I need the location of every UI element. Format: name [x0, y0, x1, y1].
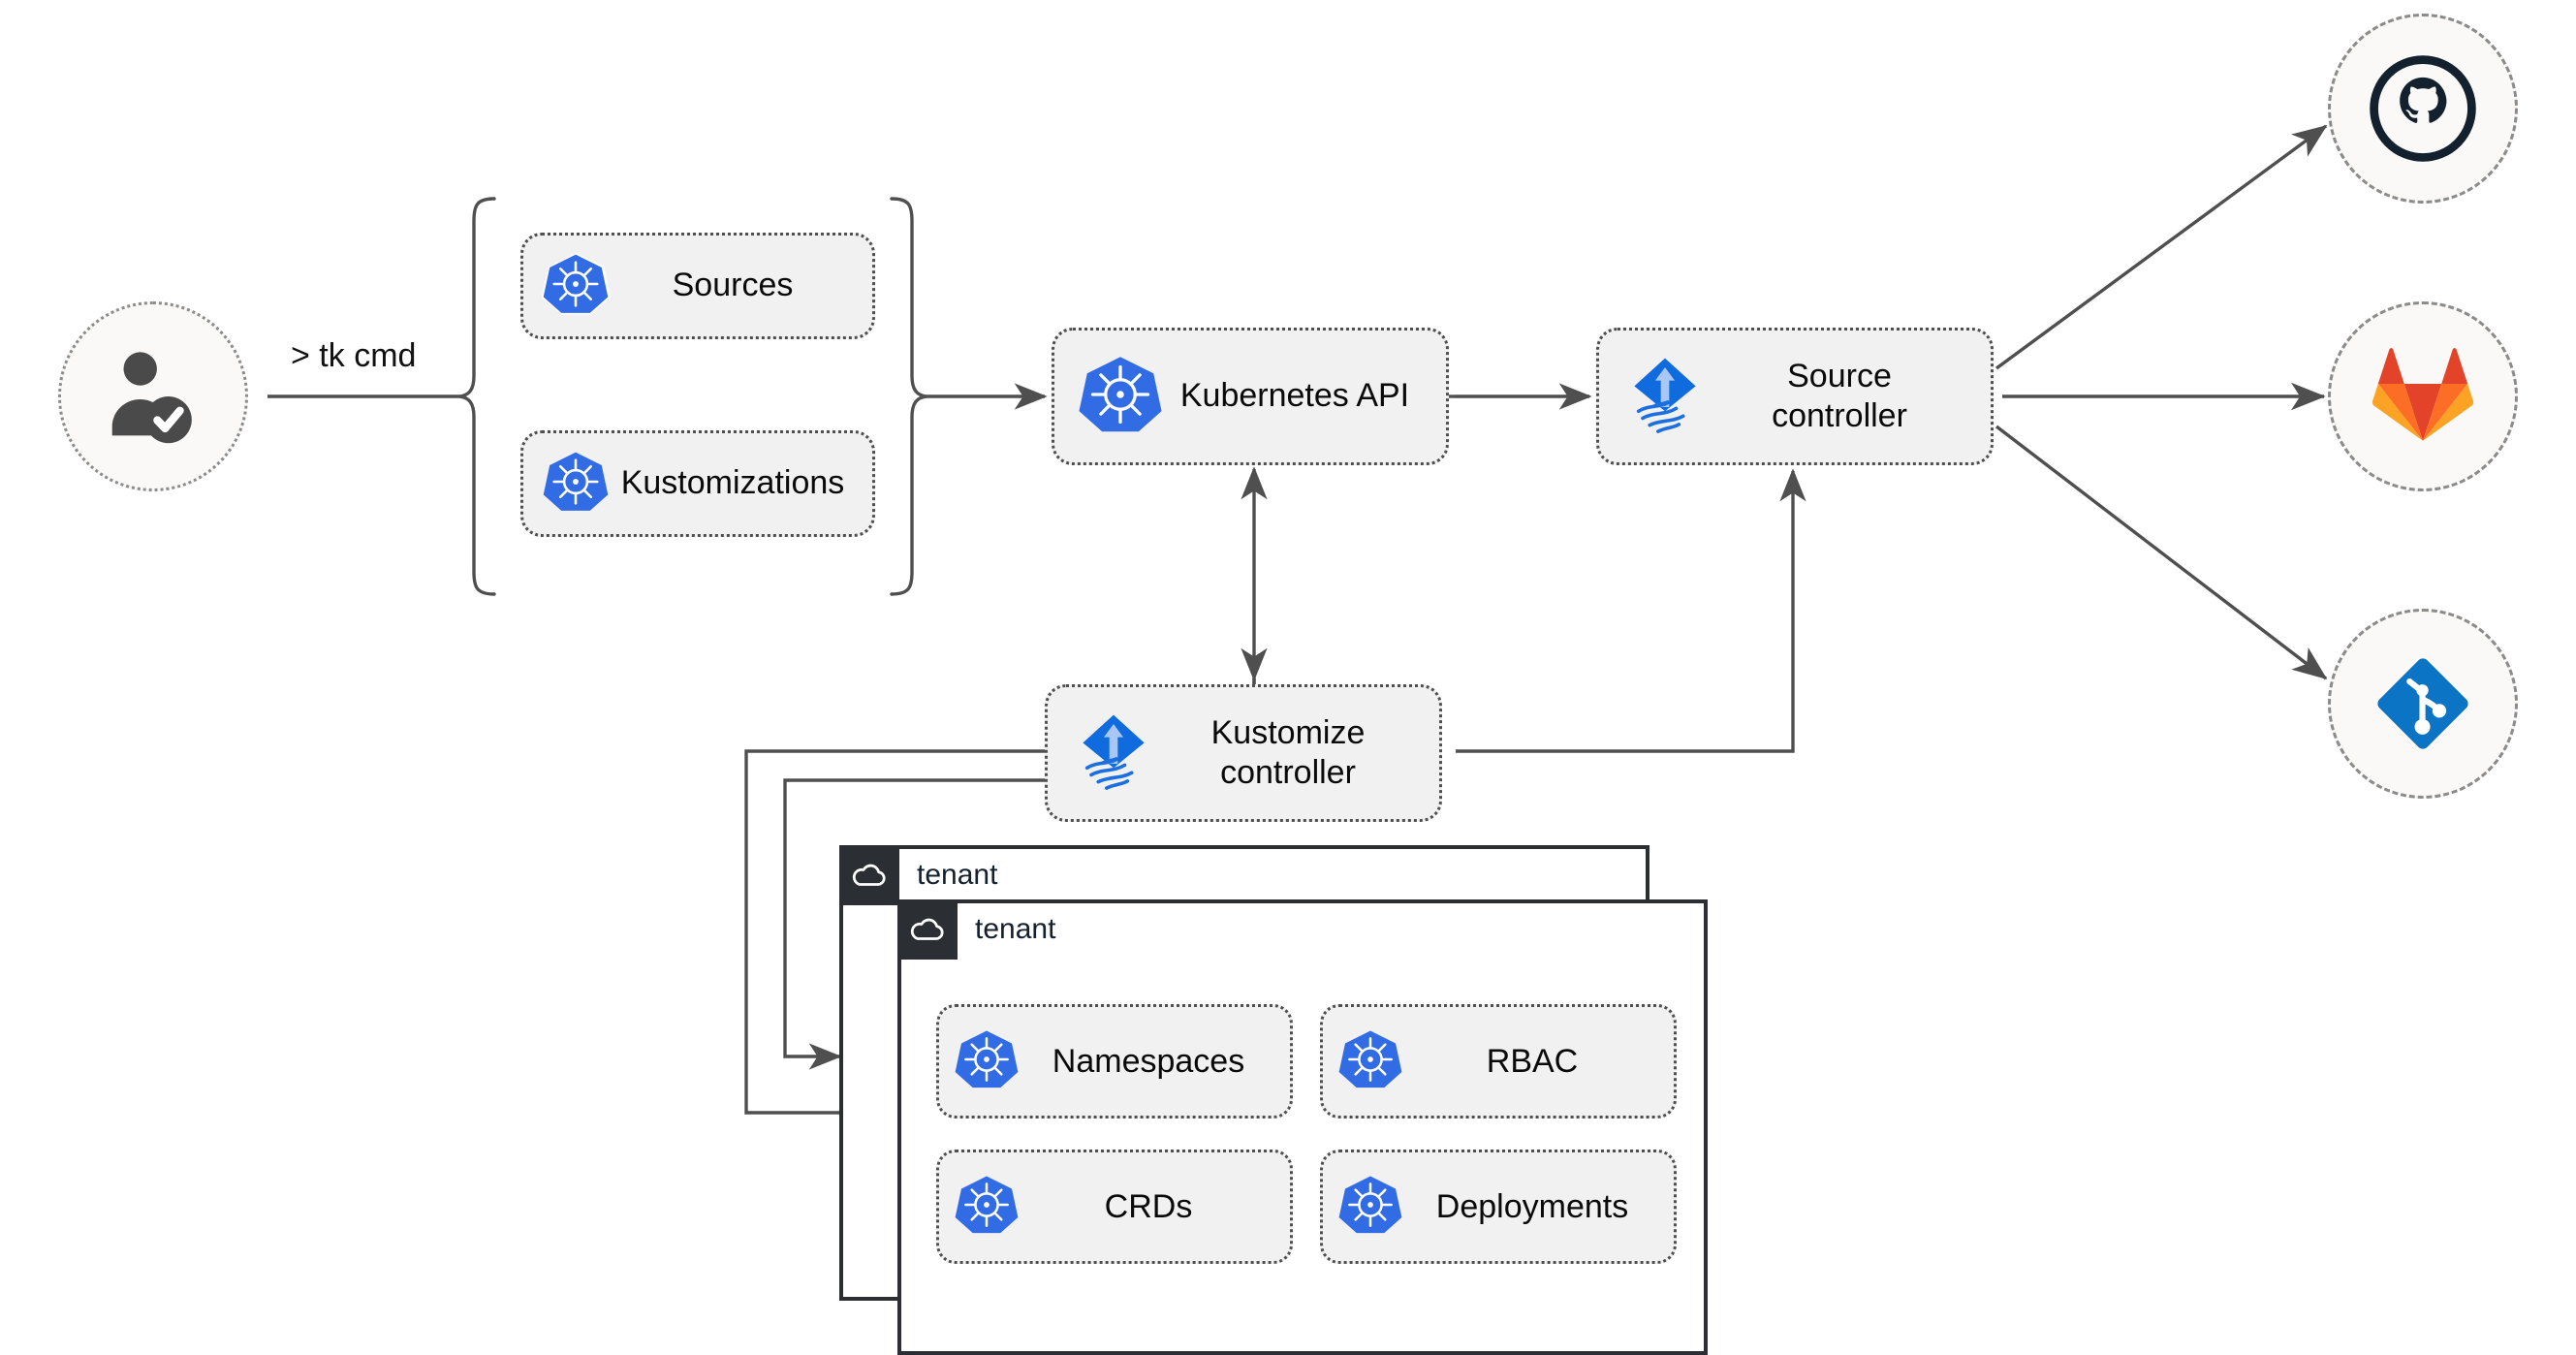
flux-icon — [1069, 707, 1158, 801]
kubernetes-icon — [541, 249, 612, 324]
wire-sourcectrl-to-git — [1995, 425, 2328, 680]
gitlab-icon — [2372, 348, 2473, 441]
cloud-icon — [839, 845, 899, 905]
github-icon — [2370, 55, 2476, 162]
crd-box-label: Kustomizations — [620, 464, 845, 502]
tenant-header-back: tenant — [839, 845, 997, 905]
resource-label: Deployments — [1435, 1187, 1629, 1225]
brace-right — [890, 197, 927, 596]
node-label: Kubernetes API — [1179, 377, 1410, 415]
command-label: > tk cmd — [291, 337, 417, 374]
resource-box-deployments[interactable]: Deployments — [1320, 1150, 1677, 1264]
cloud-icon — [897, 899, 958, 960]
kubernetes-icon — [953, 1171, 1021, 1244]
provider-github[interactable] — [2328, 14, 2518, 204]
user-verified-icon — [111, 352, 192, 444]
brace-left — [458, 197, 496, 596]
crd-box-label: Sources — [672, 267, 794, 304]
provider-gitlab[interactable] — [2328, 301, 2518, 491]
tenant-label-back: tenant — [917, 859, 998, 891]
git-icon — [2377, 658, 2468, 749]
kubernetes-icon — [1076, 350, 1165, 444]
crd-box-kustomizations[interactable]: Kustomizations — [520, 430, 875, 537]
node-source-controller[interactable]: Source controller — [1596, 328, 1994, 465]
kubernetes-icon — [953, 1025, 1021, 1098]
resource-label: CRDs — [1104, 1187, 1193, 1225]
tenant-card-front[interactable]: tenant Namespaces — [897, 899, 1708, 1355]
crd-box-sources[interactable]: Sources — [520, 233, 875, 339]
tenant-header-front: tenant — [897, 899, 1055, 960]
node-kubernetes-api[interactable]: Kubernetes API — [1052, 328, 1449, 465]
wire-kustomizectrl-to-sourcectrl — [1456, 468, 1806, 753]
resource-box-crds[interactable]: CRDs — [936, 1150, 1293, 1264]
node-label: Source controller — [1772, 357, 1907, 434]
kubernetes-icon — [1336, 1025, 1404, 1098]
actor-user-circle — [58, 301, 248, 491]
tenant-label-front: tenant — [975, 913, 1056, 945]
node-kustomize-controller[interactable]: Kustomize controller — [1045, 684, 1442, 822]
kubernetes-icon — [1336, 1171, 1404, 1244]
provider-git[interactable] — [2328, 609, 2518, 799]
flux-icon — [1620, 350, 1710, 444]
resource-box-namespaces[interactable]: Namespaces — [936, 1004, 1293, 1119]
resource-label: RBAC — [1486, 1042, 1579, 1080]
resource-box-rbac[interactable]: RBAC — [1320, 1004, 1677, 1119]
resource-label: Namespaces — [1052, 1042, 1245, 1080]
wire-sourcectrl-to-github — [1995, 124, 2328, 370]
kubernetes-icon — [541, 447, 611, 521]
node-label: Kustomize controller — [1210, 713, 1366, 791]
